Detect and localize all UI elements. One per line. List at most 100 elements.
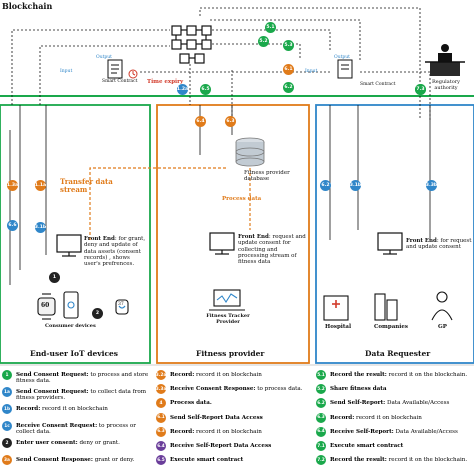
legend-item-title: Send Consent Response: — [16, 457, 93, 463]
legend-step-badge: 6.1 — [156, 412, 166, 423]
legend-item-title: Record the result: — [330, 372, 387, 378]
legend-step-badge: 6.3 — [316, 412, 326, 423]
input-label-right: Input — [305, 69, 318, 74]
legend-step-badge: 6.4 — [156, 441, 166, 451]
legend-item-title: Send Self-Report: — [330, 400, 386, 407]
flow-step-badge: 6.5 — [200, 84, 211, 95]
legend-item-text: Receive Consent Request: to process or c… — [16, 423, 150, 435]
legend-step-badge: 6.2 — [316, 398, 326, 409]
user-computer-icon — [56, 234, 82, 257]
flow-step-badge: 3.1b — [350, 180, 361, 191]
flow-step-badge: 6.1 — [283, 64, 294, 75]
time-expiry-label: Time expiry — [147, 79, 184, 85]
smartwatch-icon — [37, 293, 56, 320]
legend-item-description: to collect data from fitness providers. — [16, 389, 147, 401]
provider-computer-icon — [209, 232, 235, 255]
legend-step-badge: 6.4 — [316, 426, 326, 437]
companies-icon — [374, 293, 398, 321]
database-icon — [235, 137, 265, 167]
legend-item-title: Receive Consent Request: — [16, 423, 98, 429]
legend-item-text: Share fitness data — [330, 386, 386, 392]
legend-item-text: Receive Self-Report Data Access — [170, 443, 271, 449]
regulatory-authority-label: Regulatory authority — [432, 79, 460, 91]
input-label: Input — [60, 69, 73, 74]
legend-item-title: Process data. — [170, 400, 212, 407]
legend-item-description: to process and store fitness data. — [16, 372, 149, 384]
requester-front-end-label: Front End: for request and update consen… — [406, 238, 472, 251]
legend-item-title: Send Consent Request: — [16, 372, 89, 378]
legend-item-title: Receive Self-Report: — [330, 428, 394, 435]
output-label: Output — [96, 55, 112, 60]
watch-bpm-text: 60 — [41, 302, 50, 309]
legend-item-title: Execute smart contract — [330, 443, 404, 449]
smartphone-icon — [63, 291, 79, 319]
legend-item-description: to process data. — [255, 386, 303, 393]
legend-step-badge: 7.1 — [316, 441, 326, 451]
output-label-right: Output — [334, 55, 350, 60]
flow-step-badge: 6.2 — [283, 82, 294, 93]
flow-step-badge: 1.1a — [35, 180, 46, 191]
flow-step-badge: 6.4 — [195, 116, 206, 127]
legend-item-title: Send Consent Request: — [16, 389, 89, 395]
flow-step-badge: 6.2 — [320, 180, 331, 191]
flow-step-badge: 1.3a — [7, 180, 18, 191]
legend-item-title: Record the result: — [330, 457, 387, 464]
consumer-devices-label: Consumer devices — [45, 323, 96, 329]
legend-item-text: Record: record it on blockchain — [16, 406, 150, 412]
legend-step-badge: 1a — [2, 387, 12, 397]
legend-step-badge: 6.3 — [156, 426, 166, 437]
legend-item-text: Execute smart contract — [330, 443, 403, 449]
hospital-label: Hospital — [325, 324, 352, 330]
fitness-tracker-provider-label: Fitness Tracker Provider — [206, 313, 250, 325]
flow-step-badge: 5.1 — [265, 22, 276, 33]
flow-step-badge: 3.1b — [35, 222, 46, 233]
legend-step-badge: 1 — [2, 370, 12, 380]
hospital-icon — [323, 295, 349, 321]
legend-item-text: Send Self-Report: Data Available/Access — [330, 400, 449, 406]
flow-step-badge: 6.3 — [225, 116, 236, 127]
legend-step-badge: 7.2 — [316, 455, 326, 466]
legend-item-text: Enter user consent: deny or grant. — [16, 440, 150, 446]
requester-section-title: Data Requester — [365, 349, 431, 358]
legend-item-title: Share fitness data — [330, 386, 387, 393]
database-label: Fitness provider database — [244, 170, 290, 183]
legend-item-text: Record: record it on blockchain — [170, 372, 262, 378]
transfer-data-stream-label: Transfer data stream — [60, 177, 113, 195]
legend-item-text: Receive Self-Report: Data Available/Acce… — [330, 429, 458, 435]
section-arrows — [9, 105, 431, 285]
legend-item-text: Record the result: record it on the bloc… — [330, 457, 467, 463]
legend-item-text: Send Consent Response: grant or deny. — [16, 457, 150, 463]
smart-contract-icon-right — [337, 59, 353, 79]
blockchain-connectors — [11, 7, 431, 120]
provider-section-title: Fitness provider — [196, 349, 265, 358]
legend-item-description: Data Available/Access — [385, 400, 450, 407]
legend-item-description: Data Available/Access — [393, 428, 458, 435]
legend-item-text: Send Consent Request: to process and sto… — [16, 372, 150, 384]
section-box-requester — [315, 104, 474, 364]
flow-step-badge: 6.6 — [7, 220, 18, 231]
legend-step-badge: 5.2 — [316, 384, 326, 395]
legend-item-description: deny or grant. — [77, 440, 120, 446]
blockchain-title: Blockchain — [2, 1, 53, 11]
legend-item-description: record it on blockchain — [354, 414, 422, 421]
legend-item-title: Record: — [170, 428, 195, 435]
legend-step-badge: 3a — [2, 455, 12, 465]
provider-front-end-label: Front End: request and update consent fo… — [238, 234, 306, 266]
legend-step-badge: 5.1 — [316, 370, 326, 380]
clock-icon — [128, 69, 138, 79]
flow-step-badge: 1.2a — [177, 84, 188, 95]
legend-step-badge: 4 — [156, 398, 166, 409]
tracker-laptop-icon — [209, 289, 245, 311]
legend-item-title: Send Self-Report Data Access — [170, 414, 263, 421]
data-stream-flow — [89, 167, 251, 240]
legend-item-text: Execute smart contract — [170, 457, 243, 463]
companies-label: Companies — [374, 324, 408, 330]
legend-item-title: Execute smart contract — [170, 457, 244, 464]
legend-item-text: Send Consent Request: to collect data fr… — [16, 389, 150, 401]
gp-icon — [431, 291, 453, 321]
legend-item-title: Receive Self-Report Data Access — [170, 443, 272, 449]
step-1-marker: 1 — [49, 272, 60, 283]
flow-step-badge: 7.3 — [415, 84, 426, 95]
